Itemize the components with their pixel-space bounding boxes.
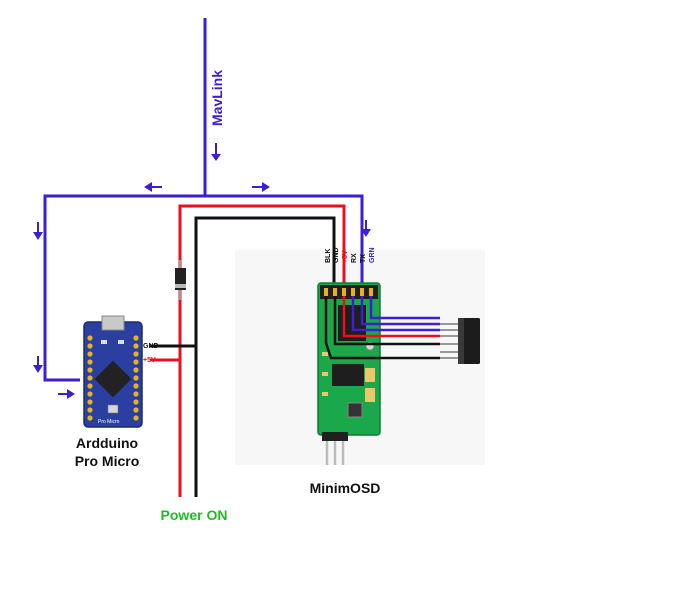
arduino-label-line2: Pro Micro <box>75 453 140 469</box>
osd-pin-label-rx: RX <box>351 253 358 263</box>
ground-wires <box>150 216 336 497</box>
microcontroller-chip <box>94 360 132 398</box>
arrow-down-icon <box>361 220 371 237</box>
arrow-down-icon <box>33 356 43 373</box>
mavlink-wires <box>43 18 364 382</box>
power-wires <box>150 204 346 497</box>
arrow-right-icon <box>58 389 75 399</box>
gnd-wire <box>194 216 336 497</box>
osd-board-wires <box>324 296 440 360</box>
arduino-label-line1: Ardduino <box>76 435 138 451</box>
osd-pin-label-5v: +5V <box>342 250 349 263</box>
usb-connector-icon <box>101 315 125 331</box>
arrow-left-icon <box>144 182 162 192</box>
arrow-down-icon <box>33 222 43 240</box>
arduino-pro-micro-board: Pro Micro <box>83 315 143 428</box>
right-pin-header <box>133 335 139 421</box>
mavlink-arrows <box>33 143 371 399</box>
arrow-right-icon <box>252 182 270 192</box>
arrow-down-icon <box>211 143 221 161</box>
minimosd-label: MinimOSD <box>310 480 381 496</box>
inductor <box>347 402 363 418</box>
left-pin-header <box>87 335 93 421</box>
osd-pin-label-gnd: GND <box>333 247 340 263</box>
diode-icon <box>175 260 186 300</box>
plus5v-wire <box>178 204 346 497</box>
board-silk-text: Pro Micro <box>98 419 120 425</box>
bottom-pin-header <box>322 432 348 441</box>
mavlink-right-branch <box>205 194 364 292</box>
ftdi-connector <box>440 318 480 364</box>
osd-pin-label-blk: BLK <box>325 249 332 263</box>
plus5v-label: +5V <box>143 357 156 364</box>
mavlink-left-branch <box>43 194 205 382</box>
osd-pin-label-tx: TX <box>360 254 367 263</box>
gnd-label: GND <box>143 343 159 350</box>
power-on-label: Power ON <box>161 507 228 523</box>
osd-chip <box>332 364 364 386</box>
osd-pin-label-grn: GRN <box>369 247 376 263</box>
mavlink-label: MavLink <box>209 70 225 126</box>
